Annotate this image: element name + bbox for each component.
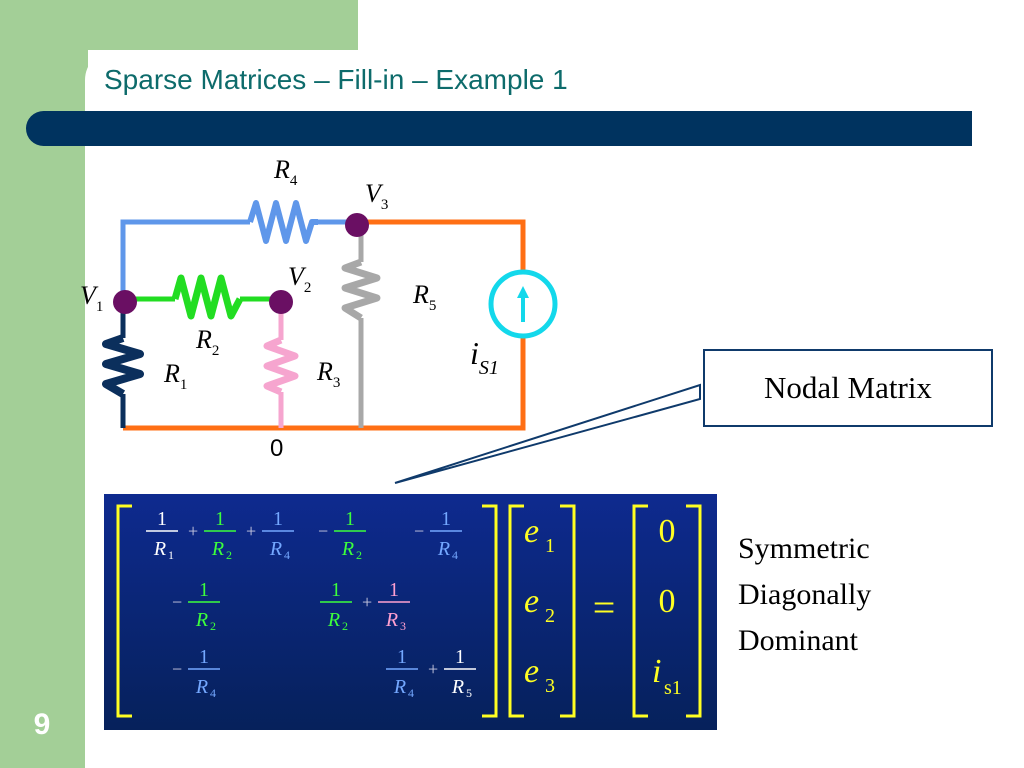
matrix-denominator: R <box>451 676 464 698</box>
matrix-denominator-sub: 4 <box>284 548 290 562</box>
resistor-r3 <box>263 336 299 396</box>
label-is1: iS1 <box>470 335 499 379</box>
vector-rhs-entry: 0 <box>659 513 676 550</box>
ground-label: 0 <box>270 435 283 462</box>
matrix-numerator: 1 <box>331 579 341 601</box>
matrix-numerator: 1 <box>345 508 355 530</box>
matrix-numerator: 1 <box>441 508 451 530</box>
matrix-denominator: R <box>327 609 340 631</box>
resistor-r2 <box>171 274 244 320</box>
property-symmetric: Symmetric <box>738 532 870 565</box>
matrix-denominator: R <box>393 676 406 698</box>
matrix-sign: − <box>172 592 182 612</box>
matrix-sign: − <box>414 521 424 541</box>
matrix-denominator-sub: 4 <box>408 686 414 700</box>
matrix-denominator: R <box>195 676 208 698</box>
matrix-sign: + <box>362 592 372 612</box>
label-r3: R3 <box>316 357 340 391</box>
matrix-bracket-right <box>482 504 498 718</box>
matrix-denominator: R <box>269 538 282 560</box>
vector-rhs-bracket-left <box>632 504 648 718</box>
page-number: 9 <box>33 708 51 741</box>
matrix-denominator-sub: 4 <box>210 686 216 700</box>
vector-e-bracket-left <box>508 504 524 718</box>
vector-e-entry: e <box>524 513 539 550</box>
matrix-numerator: 1 <box>455 646 465 668</box>
current-source-is1 <box>488 269 558 339</box>
vector-rhs-sub: s1 <box>664 677 682 699</box>
label-v1: V1 <box>80 281 103 315</box>
vector-rhs-entry: i <box>652 653 661 690</box>
label-r2: R2 <box>195 325 219 359</box>
source-branch-wire <box>123 219 526 431</box>
callout-pointer <box>394 383 701 484</box>
matrix-numerator: 1 <box>157 508 167 530</box>
label-v3: V3 <box>365 179 388 213</box>
vector-e-sub: 3 <box>545 675 555 697</box>
matrix-denominator-sub: 2 <box>342 619 348 633</box>
resistor-r1 <box>102 334 144 398</box>
matrix-denominator-sub: 5 <box>466 686 472 700</box>
matrix-denominator-sub: 3 <box>400 619 406 633</box>
matrix-denominator-sub: 1 <box>168 548 174 562</box>
matrix-denominator: R <box>341 538 354 560</box>
matrix-denominator-sub: 2 <box>356 548 362 562</box>
matrix-denominator: R <box>385 609 398 631</box>
title-underline-bar <box>26 111 972 146</box>
matrix-numerator: 1 <box>215 508 225 530</box>
matrix-numerator: 1 <box>397 646 407 668</box>
matrix-denominator: R <box>437 538 450 560</box>
vector-e-sub: 2 <box>545 605 555 627</box>
vector-e-bracket-right <box>560 504 576 718</box>
matrix-sign: − <box>318 521 328 541</box>
matrix-denominator-sub: 2 <box>226 548 232 562</box>
matrix-numerator: 1 <box>273 508 283 530</box>
label-v2: V2 <box>288 262 311 296</box>
r4-branch-wire <box>120 219 357 299</box>
label-r5: R5 <box>412 280 436 314</box>
matrix-sign: − <box>172 659 182 679</box>
label-r4: R4 <box>273 155 298 189</box>
matrix-numerator: 1 <box>199 579 209 601</box>
matrix-sign: + <box>246 521 256 541</box>
node-v2 <box>269 290 293 314</box>
vector-rhs-bracket-right <box>686 504 702 718</box>
matrix-numerator: 1 <box>389 579 399 601</box>
matrix-bracket-left <box>116 504 132 718</box>
matrix-denominator: R <box>211 538 224 560</box>
equals-sign: = <box>593 585 616 630</box>
property-diagonally: Diagonally <box>738 578 872 611</box>
matrix-numerator: 1 <box>199 646 209 668</box>
vector-rhs-entry: 0 <box>659 583 676 620</box>
slide-title: Sparse Matrices – Fill-in – Example 1 <box>104 64 568 95</box>
matrix-sign: + <box>188 521 198 541</box>
matrix-denominator: R <box>153 538 166 560</box>
resistor-r4 <box>247 200 318 244</box>
resistor-r5 <box>341 258 381 321</box>
matrix-sign: + <box>428 659 438 679</box>
nodal-matrix-callout: Nodal Matrix <box>703 349 993 427</box>
matrix-denominator-sub: 4 <box>452 548 458 562</box>
node-v1 <box>113 290 137 314</box>
vector-e-sub: 1 <box>545 535 555 557</box>
label-r1: R1 <box>163 359 187 393</box>
vector-e-entry: e <box>524 583 539 620</box>
vector-e-entry: e <box>524 653 539 690</box>
node-v3 <box>345 213 369 237</box>
matrix-denominator-sub: 2 <box>210 619 216 633</box>
property-dominant: Dominant <box>738 624 858 657</box>
top-accent-strip <box>88 0 358 50</box>
matrix-denominator: R <box>195 609 208 631</box>
